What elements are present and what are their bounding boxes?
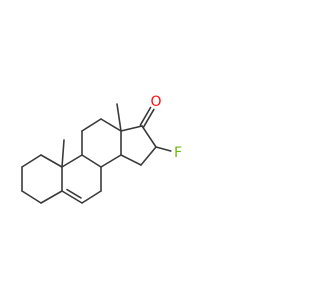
bond-layer [21,103,172,204]
bond-c6-c7 [81,190,102,204]
bond-c16-c17 [141,125,157,148]
atom-label-o: O [150,94,161,110]
molecule-structure: OF [21,94,182,204]
atom-label-f: F [174,145,182,161]
bond-c11-c12 [81,118,102,132]
bond-c1-c2 [21,154,42,168]
atom-label-layer: OF [150,94,182,161]
bond-c16-f1 [155,146,172,152]
bond-c17-o1-b [139,106,152,126]
bond-c14-c15 [120,154,142,166]
bond-c12-c13 [100,118,122,132]
bond-c17-c13 [120,125,143,132]
bond-c10-c19 [61,139,65,168]
bond-c8-c9 [81,154,102,168]
bond-c5-c6 [61,190,83,204]
bond-c15-c16 [140,146,157,166]
bond-c5-c6-second [66,188,82,199]
bond-c9-c10 [61,154,83,168]
bond-c3-c4 [21,190,42,204]
bond-c4-c5 [40,190,63,204]
bond-c17-o1-a [142,108,155,128]
bond-c13-c18 [116,103,122,132]
bond-c10-c1 [40,154,63,168]
bond-c14-c8 [100,154,122,168]
